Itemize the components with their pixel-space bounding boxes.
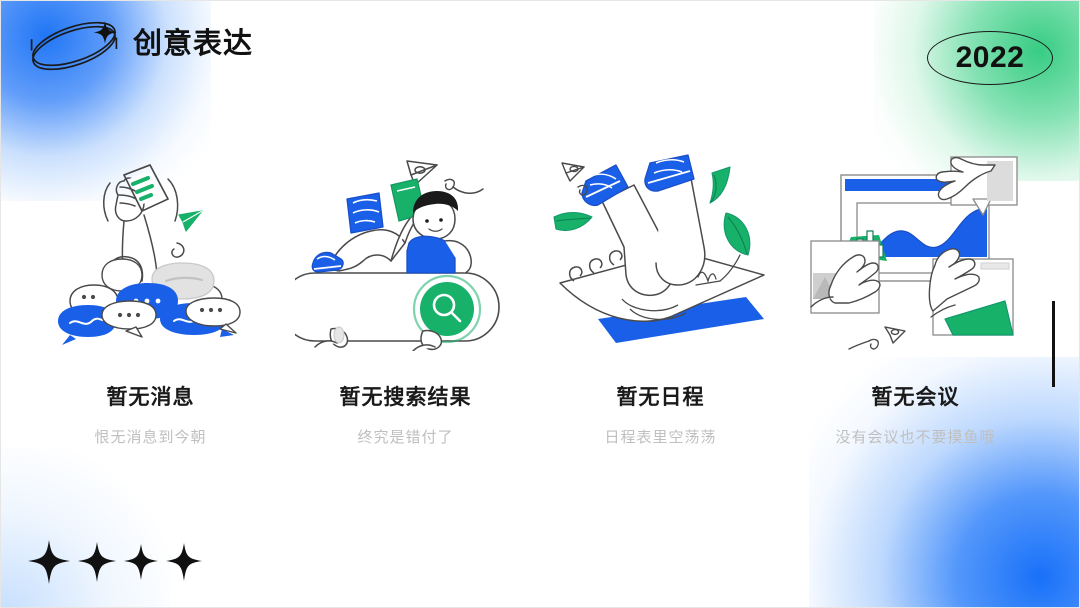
card-subtitle: 恨无消息到今朝 xyxy=(94,429,207,446)
empty-state-card: 暂无消息 恨无消息到今朝 xyxy=(23,151,278,445)
card-subtitle: 终究是错付了 xyxy=(357,429,454,446)
four-point-star-icon xyxy=(166,543,202,581)
card-title: 暂无日程 xyxy=(616,386,705,409)
card-subtitle: 日程表里空荡荡 xyxy=(604,429,717,446)
four-point-star-icon xyxy=(78,542,116,582)
empty-messages-illustration xyxy=(57,164,241,345)
card-title: 暂无会议 xyxy=(871,386,960,409)
empty-state-card: 暂无日程 日程表里空荡荡 xyxy=(533,151,788,445)
empty-state-gallery: 暂无消息 恨无消息到今朝 xyxy=(1,151,1079,445)
sparkle-row xyxy=(27,539,203,585)
empty-search-illustration xyxy=(294,160,500,351)
sparkle-ring-icon xyxy=(30,21,118,71)
page-title: 创意表达 xyxy=(133,27,254,60)
vertical-rule-decoration xyxy=(1052,301,1055,387)
four-point-star-icon xyxy=(28,540,70,584)
page-header: 创意表达 2022 xyxy=(1,1,1079,97)
card-title: 暂无消息 xyxy=(106,386,195,409)
year-label: 2022 xyxy=(955,41,1025,74)
card-subtitle: 没有会议也不要摸鱼哦 xyxy=(835,429,996,446)
year-badge-ring xyxy=(927,31,1053,85)
year-badge: 2022 xyxy=(927,31,1053,85)
empty-state-card: 暂无会议 没有会议也不要摸鱼哦 xyxy=(788,151,1043,445)
empty-schedule-illustration xyxy=(552,154,765,343)
four-point-star-icon xyxy=(124,544,158,580)
card-title: 暂无搜索结果 xyxy=(339,386,472,409)
empty-meeting-illustration xyxy=(809,156,1018,350)
empty-state-card: 暂无搜索结果 终究是错付了 xyxy=(278,151,533,445)
brand: 创意表达 xyxy=(25,13,253,75)
